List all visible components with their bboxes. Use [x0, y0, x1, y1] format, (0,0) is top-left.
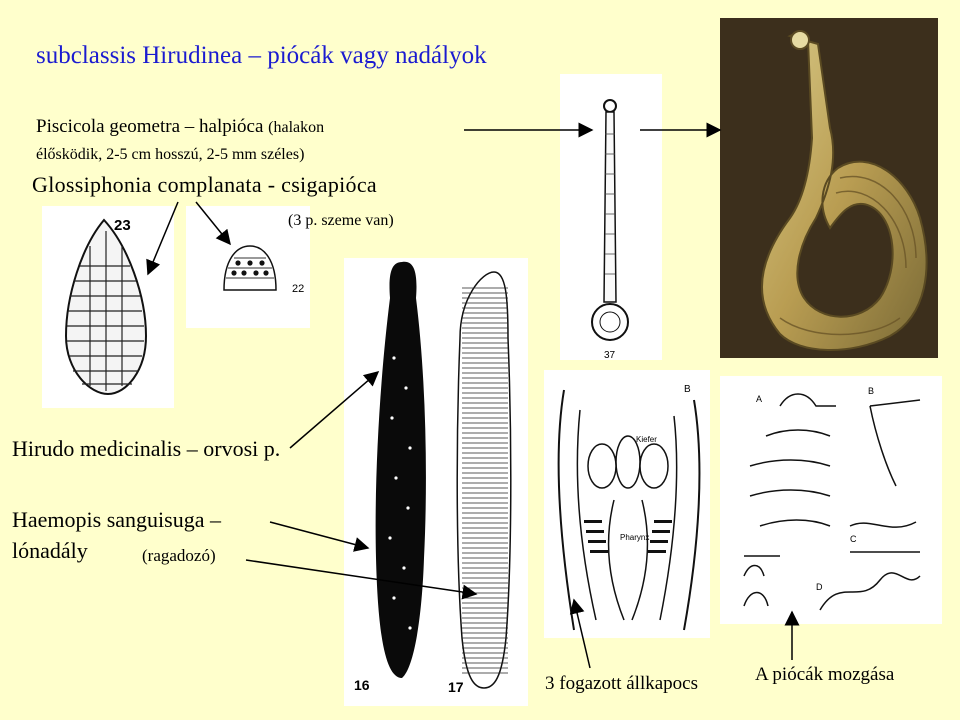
glossiphonia-figure-22: 22	[186, 206, 310, 328]
piscicola-figure-37: 37	[560, 74, 662, 360]
label-d: D	[816, 582, 823, 592]
label-b: B	[868, 386, 874, 396]
hirudo-figures-16-17: 16 17	[344, 258, 528, 706]
label-kiefer: Kiefer	[636, 435, 657, 444]
glossiphonia-figure-23: 23	[42, 206, 174, 408]
locomotion-figure: A B C D	[720, 376, 942, 624]
hirudo-label: Hirudo medicinalis – orvosi p.	[12, 436, 281, 461]
fig-number-23: 23	[114, 217, 131, 234]
label-b-upper: B	[684, 384, 691, 395]
fig-number-17: 17	[448, 679, 464, 695]
haemopis-label: Haemopis sanguisuga –	[12, 507, 221, 532]
fig-number-16: 16	[354, 677, 370, 693]
jaw-anatomy-figure: B Kiefer Pharynx	[544, 370, 710, 638]
label-c: C	[850, 534, 857, 544]
fig-number-22: 22	[292, 283, 304, 295]
movement-caption: A piócák mozgása	[755, 664, 895, 685]
page-title: subclassis Hirudinea – piócák vagy nadál…	[36, 42, 487, 69]
piscicola-note-start: (halakon	[268, 119, 325, 136]
leech-photo	[720, 18, 938, 358]
piscicola-name: Piscicola geometra – halpióca	[36, 116, 264, 137]
haemopis-note: (ragadozó)	[142, 546, 216, 565]
glossiphonia-label: Glossiphonia complanata - csigapióca	[32, 172, 377, 197]
piscicola-description: élősködik, 2-5 cm hosszú, 2-5 mm széles)	[36, 146, 305, 163]
glossiphonia-eyes-note: (3 p. szeme van)	[288, 212, 394, 229]
label-a: A	[756, 394, 762, 404]
jaws-caption: 3 fogazott állkapocs	[545, 673, 699, 694]
haemopis-common-name: lónadály	[12, 538, 88, 563]
fig-number-37: 37	[604, 350, 616, 360]
label-pharynx: Pharynx	[620, 533, 649, 542]
piscicola-label: Piscicola geometra – halpióca (halakon	[36, 116, 324, 138]
